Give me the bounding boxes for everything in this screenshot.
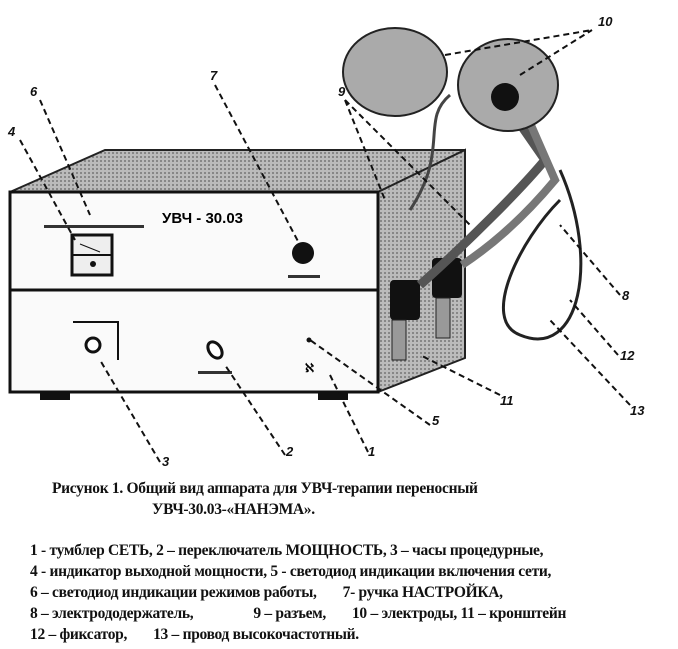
tuning-knob — [292, 242, 314, 264]
device-illustration: УВЧ - 30.03 ℵ 10 6 4 — [7, 14, 645, 469]
legend-line: 12 – фиксатор, 13 – провод высокочастотны… — [30, 624, 566, 645]
electrode — [342, 27, 448, 117]
callout-13: 13 — [630, 403, 645, 418]
legend-line: 6 – светодиод индикации режимов работы, 7… — [30, 582, 566, 603]
callout-5: 5 — [432, 413, 440, 428]
callout-11: 11 — [500, 393, 514, 408]
callout-12: 12 — [620, 348, 635, 363]
svg-text:ℵ: ℵ — [305, 361, 314, 375]
hf-cable — [501, 169, 583, 341]
callout-4: 4 — [7, 124, 16, 139]
device-model-label: УВЧ - 30.03 — [162, 210, 243, 227]
callout-6: 6 — [30, 84, 38, 99]
legend-item: 9 – разъем, — [253, 605, 326, 622]
legend-item: 8 – электрододержатель, — [30, 605, 194, 622]
legend-line: 8 – электрододержатель, 9 – разъем, 10 – э… — [30, 603, 566, 624]
callout-8: 8 — [622, 288, 630, 303]
electrode-holder — [416, 92, 551, 289]
legend-item: 13 – провод высокочастотный. — [153, 626, 359, 643]
led-indicator — [306, 337, 312, 343]
callout-10: 10 — [598, 14, 613, 29]
power-switch — [206, 340, 224, 360]
figure-caption-model: УВЧ-30.03-«НАНЭМА». — [152, 501, 315, 518]
callout-3: 3 — [162, 454, 170, 469]
figure-caption-title: Рисунок 1. Общий вид аппарата для УВЧ-те… — [52, 480, 478, 497]
legend-item: 12 – фиксатор, — [30, 626, 128, 643]
callout-1: 1 — [368, 444, 375, 459]
legend-line: 1 - тумблер СЕТЬ, 2 – переключатель МОЩН… — [30, 542, 544, 559]
callout-2: 2 — [285, 444, 294, 459]
connector — [390, 280, 420, 320]
legend-line: 4 - индикатор выходной мощности, 5 - све… — [30, 563, 552, 580]
figure-legend: 1 - тумблер СЕТЬ, 2 – переключатель МОЩН… — [30, 540, 566, 645]
procedure-timer — [84, 336, 102, 354]
legend-item: 6 – светодиод индикации режимов работы, — [30, 584, 317, 601]
legend-item: 10 – электроды, 11 – кронштейн — [351, 605, 567, 622]
callout-9: 9 — [338, 84, 346, 99]
legend-item: 7- ручка НАСТРОЙКА, — [342, 584, 503, 601]
callout-7: 7 — [210, 68, 218, 83]
